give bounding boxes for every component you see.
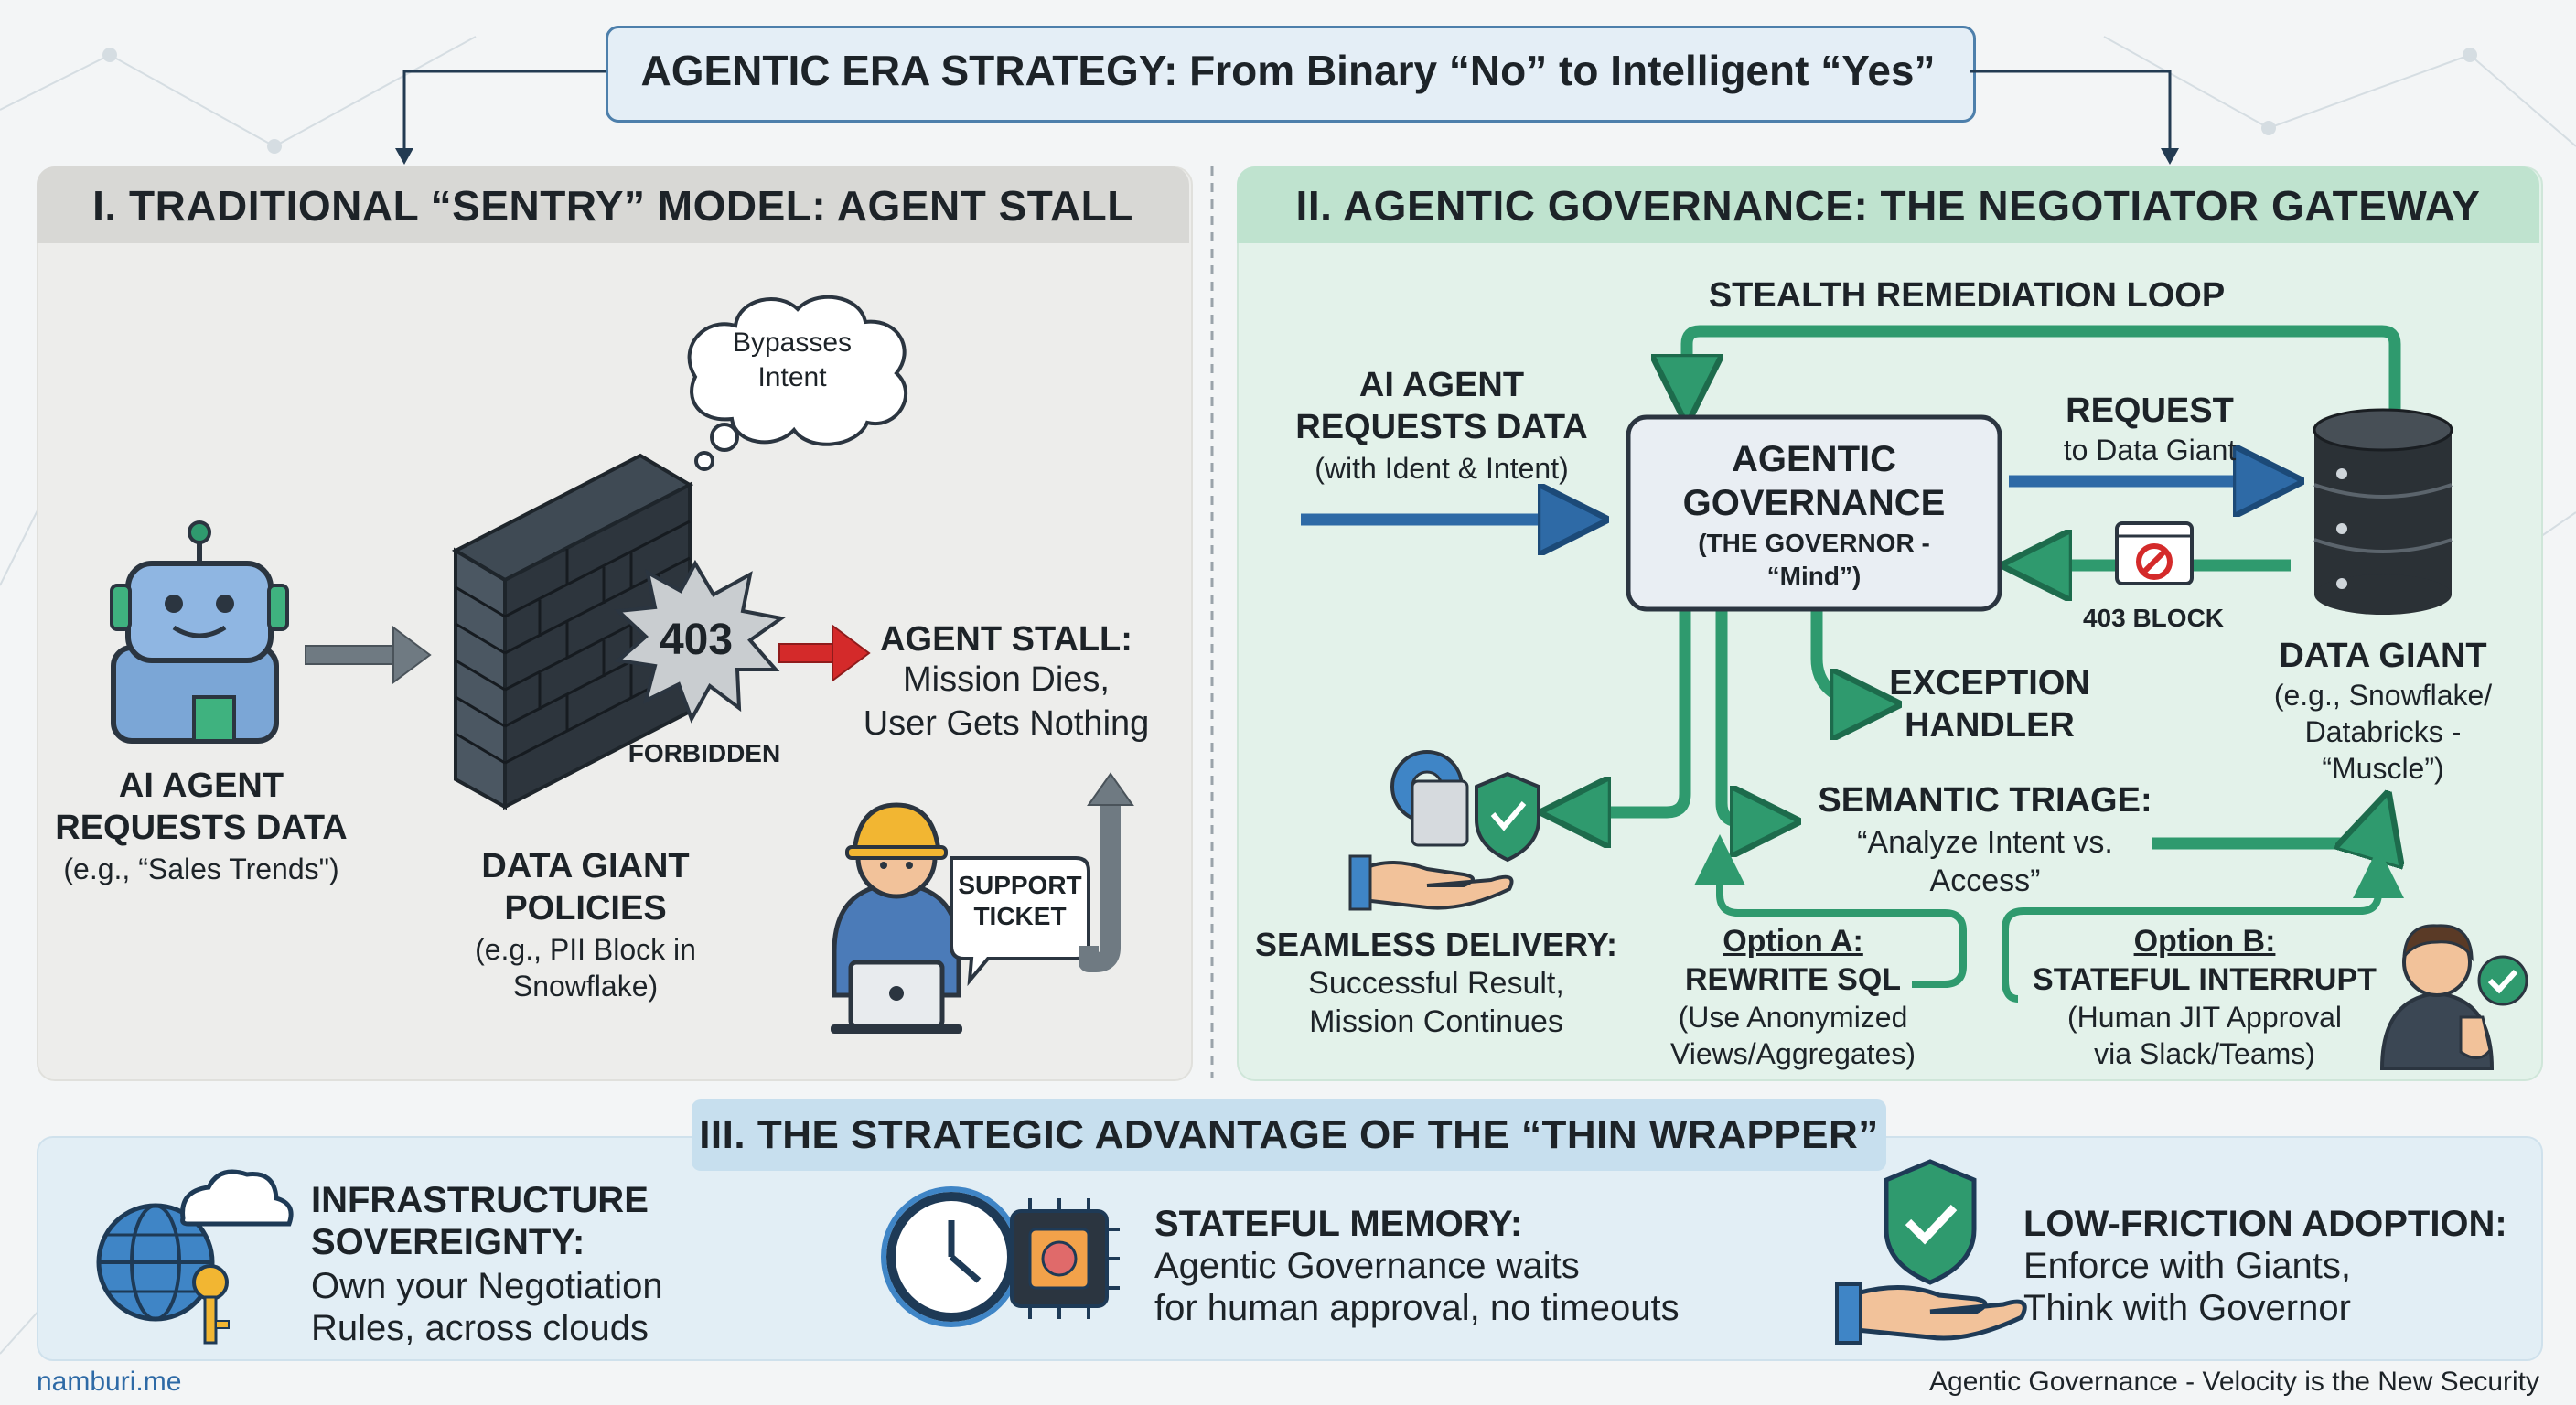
clock-chip-icon (881, 1186, 1120, 1327)
option-a-sub-1: (Use Anonymized (1678, 1001, 1908, 1034)
forbidden-burst-icon (614, 559, 787, 724)
approver-person-icon (2379, 924, 2528, 1070)
option-b-head: STATEFUL INTERRUPT (2033, 962, 2377, 997)
ticket-line-1: SUPPORT (958, 871, 1082, 899)
delivery-gear-shield-icon (1348, 750, 1540, 911)
header-title: AGENTIC ERA STRATEGY: From Binary “No” t… (640, 47, 1936, 94)
triage-to-giant-arrow (2152, 825, 2378, 843)
agent-stall-line-2: User Gets Nothing (863, 704, 1150, 743)
governor-sub-1: (THE GOVERNOR - (1698, 529, 1930, 557)
governor-title-2: GOVERNANCE (1682, 483, 1946, 523)
triage-sub-1: “Analyze Intent vs. (1857, 825, 2113, 860)
thought-line-2: Intent (757, 362, 827, 392)
panel-negotiator-header (1237, 166, 2539, 243)
governor-title-1: AGENTIC (1732, 439, 1896, 479)
data-giant-sub-2: Databricks - (2304, 715, 2462, 748)
gov-agent-label-2: REQUESTS DATA (1295, 408, 1588, 446)
data-giant-title: DATA GIANT (2279, 637, 2487, 675)
sentry-agent-example: (e.g., “Sales Trends") (63, 853, 339, 885)
policy-title-1: DATA GIANT (481, 847, 690, 885)
database-icon (2313, 408, 2453, 615)
advantage-icons (96, 1159, 2027, 1345)
sentry-agent-label-1: AI AGENT (118, 767, 284, 805)
advantage-2-head: STATEFUL MEMORY: (1154, 1204, 1523, 1244)
governor-box (1626, 414, 2002, 612)
governor-sub-2: “Mind”) (1766, 562, 1862, 590)
advantage-3-head: LOW-FRICTION ADOPTION: (2023, 1204, 2507, 1244)
shield-hand-icon (1835, 1159, 2027, 1345)
option-b-sub-2: via Slack/Teams) (2094, 1037, 2315, 1070)
support-worker-icon (831, 802, 962, 1034)
advantage-3-body-2: Think with Governor (2023, 1288, 2351, 1328)
agent-stall-title: AGENT STALL: (880, 620, 1132, 659)
request-arrow (305, 626, 432, 684)
block-label: 403 BLOCK (2082, 604, 2225, 632)
header-title-box (606, 26, 1976, 123)
panel-advantage-title: III. THE STRATEGIC ADVANTAGE OF THE “THI… (699, 1112, 1879, 1157)
delivery-sub-1: Successful Result, (1308, 966, 1564, 1001)
data-giant-sub-1: (e.g., Snowflake/ (2273, 679, 2493, 712)
robot-icon (110, 520, 289, 744)
exception-line-2: HANDLER (1905, 706, 2075, 745)
option-b-sub-1: (Human JIT Approval (2067, 1001, 2342, 1034)
panel-advantage-header (692, 1099, 1886, 1171)
gov-agent-sub: (with Ident & Intent) (1315, 452, 1569, 485)
panel-negotiator-title: II. AGENTIC GOVERNANCE: THE NEGOTIATOR G… (1295, 182, 2481, 230)
stealth-loop-arrow (1687, 325, 2401, 421)
sentry-graphics (110, 295, 1134, 1034)
advantage-1-head-1: INFRASTRUCTURE (311, 1180, 649, 1220)
footer-right: Agentic Governance - Velocity is the New… (1929, 1367, 2539, 1397)
panel-sentry-title: I. TRADITIONAL “SENTRY” MODEL: AGENT STA… (92, 182, 1133, 230)
stealth-loop-label: STEALTH REMEDIATION LOOP (1708, 276, 2226, 315)
delivery-arrow (1575, 611, 1691, 812)
header-connectors (395, 70, 2179, 165)
exception-arrow (1810, 611, 1866, 704)
panel-divider (1210, 166, 1214, 1078)
request-title: REQUEST (2066, 391, 2234, 430)
triage-arrow (1715, 611, 1766, 821)
burst-label: FORBIDDEN (628, 739, 781, 767)
sentry-agent-label-2: REQUESTS DATA (55, 809, 348, 847)
exception-line-1: EXCEPTION (1889, 664, 2090, 702)
block-window-icon (2115, 521, 2194, 585)
triage-title: SEMANTIC TRIAGE: (1818, 781, 2152, 820)
policy-example-2: Snowflake) (512, 970, 659, 1003)
request-sub: to Data Giant (2063, 434, 2237, 467)
stall-arrow (778, 624, 871, 682)
option-b-loop (2002, 847, 2404, 1003)
globe-cloud-key-icon (96, 1169, 294, 1345)
option-a-sub-2: Views/Aggregates) (1670, 1037, 1916, 1070)
option-a-title: Option A: (1723, 924, 1863, 959)
brick-wall-icon (451, 453, 694, 810)
panel-sentry-header (37, 166, 1189, 243)
policy-example-1: (e.g., PII Block in (475, 933, 696, 966)
burst-code: 403 (659, 616, 734, 664)
thought-line-1: Bypasses (732, 327, 853, 358)
escalation-arrow (1079, 772, 1134, 972)
advantage-1-body-2: Rules, across clouds (311, 1308, 649, 1348)
option-a-loop (1694, 834, 1967, 988)
footer-left: namburi.me (37, 1367, 182, 1397)
advantage-2-body-2: for human approval, no timeouts (1154, 1288, 1680, 1328)
negotiator-graphics (1301, 325, 2528, 1070)
option-b-title: Option B: (2133, 924, 2276, 959)
data-giant-sub-3: “Muscle”) (2322, 752, 2444, 785)
delivery-sub-2: Mission Continues (1309, 1004, 1563, 1039)
triage-sub-2: Access” (1929, 863, 2041, 898)
thought-bubble (687, 295, 908, 471)
advantage-1-head-2: SOVEREIGNTY: (311, 1222, 585, 1262)
advantage-1-body-1: Own your Negotiation (311, 1266, 663, 1306)
advantage-3-body-1: Enforce with Giants, (2023, 1246, 2351, 1286)
panel-advantage (37, 1136, 2543, 1361)
delivery-title: SEAMLESS DELIVERY: (1254, 926, 1618, 963)
policy-title-2: POLICIES (504, 889, 667, 928)
advantage-2-body-1: Agentic Governance waits (1154, 1246, 1580, 1286)
ticket-line-2: TICKET (973, 902, 1067, 930)
option-a-head: REWRITE SQL (1684, 962, 1902, 997)
gov-agent-label-1: AI AGENT (1358, 366, 1525, 404)
agent-stall-line-1: Mission Dies, (903, 660, 1110, 699)
